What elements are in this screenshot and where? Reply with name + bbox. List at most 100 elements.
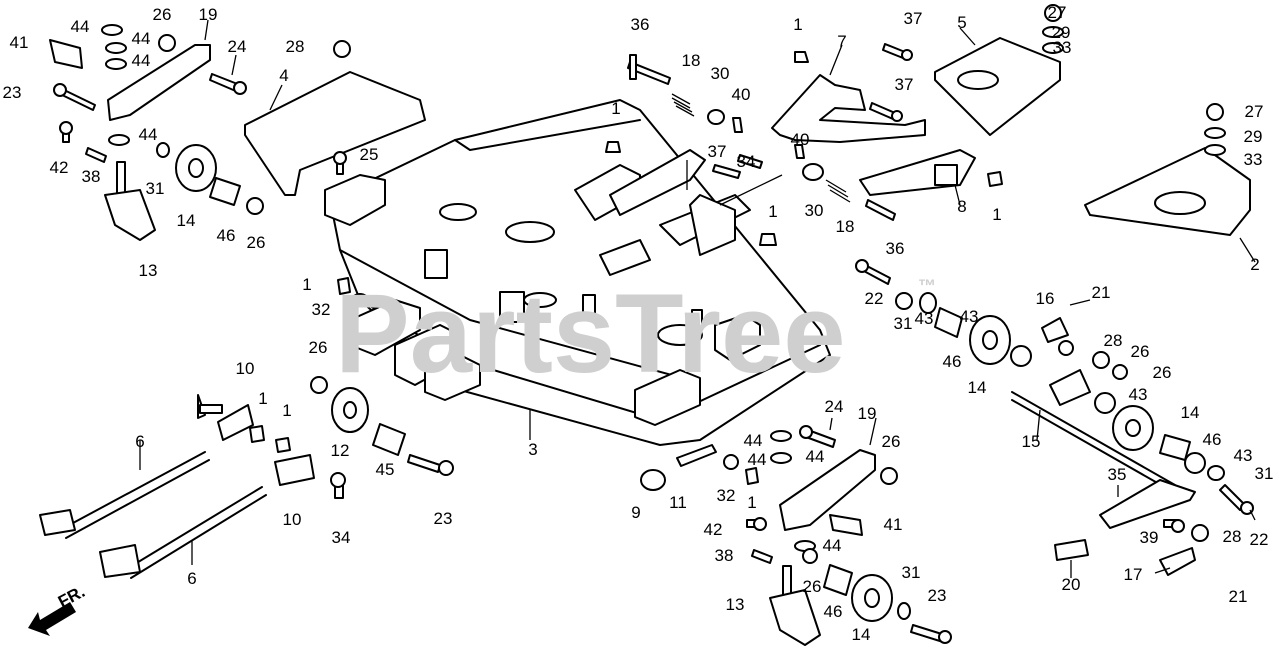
part-callout-45: 45: [376, 460, 395, 479]
part-callout-46: 46: [943, 352, 962, 371]
part-callout-26: 26: [309, 338, 328, 357]
part-callout-28: 28: [1223, 527, 1242, 546]
part-callout-35: 35: [1108, 465, 1127, 484]
blade-cover-plate-upper: [934, 37, 1061, 136]
part-callout-17: 17: [1124, 565, 1143, 584]
part-callout-29: 29: [1052, 23, 1071, 42]
part-callout-19: 19: [199, 5, 218, 24]
part-callout-11: 11: [669, 493, 687, 512]
part-callout-23: 23: [434, 509, 453, 528]
part-callout-43: 43: [915, 309, 934, 328]
part-callout-24: 24: [825, 397, 844, 416]
part-callout-41: 41: [884, 515, 903, 534]
watermark: PartsTree: [335, 271, 846, 396]
part-callout-33: 33: [1053, 38, 1072, 57]
lift-link-arm: [859, 149, 976, 196]
part-callout-30: 30: [711, 64, 730, 83]
part-callout-9: 9: [631, 503, 640, 522]
blade-cover-plate-lower: [1084, 147, 1251, 236]
part-callout-41: 41: [10, 33, 29, 52]
part-callout-15: 15: [1022, 432, 1041, 451]
part-callout-44: 44: [744, 431, 763, 450]
part-callout-46: 46: [217, 226, 236, 245]
part-callout-24: 24: [228, 37, 247, 56]
hardware-parts: [49, 4, 1254, 644]
gauge-wheel-center: [969, 315, 1011, 365]
part-callout-6: 6: [187, 569, 196, 588]
part-callout-26: 26: [247, 233, 266, 252]
part-callout-8: 8: [957, 197, 966, 216]
part-callout-5: 5: [957, 13, 966, 32]
rear-axle-assembly: [1011, 369, 1196, 529]
part-callout-21: 21: [1229, 587, 1248, 606]
part-callout-1: 1: [992, 205, 1001, 224]
caster-wheel-left: [175, 144, 217, 192]
part-callout-13: 13: [726, 595, 745, 614]
part-callout-18: 18: [682, 51, 701, 70]
part-callout-44: 44: [806, 447, 825, 466]
part-callout-3: 3: [528, 440, 537, 459]
part-callout-1: 1: [793, 15, 802, 34]
part-callout-31: 31: [902, 563, 921, 582]
part-callout-32: 32: [717, 486, 736, 505]
part-callout-7: 7: [837, 32, 846, 51]
part-callout-44: 44: [139, 125, 158, 144]
part-callout-28: 28: [286, 37, 305, 56]
part-callout-4: 4: [279, 66, 288, 85]
caster-wheel-lower: [851, 574, 893, 622]
gauge-wheel-right: [1112, 405, 1154, 451]
part-callout-30: 30: [805, 201, 824, 220]
lift-link-bracket: [771, 74, 926, 143]
part-callout-10: 10: [236, 359, 255, 378]
part-callout-46: 46: [1203, 430, 1222, 449]
part-callout-23: 23: [928, 586, 947, 605]
part-callout-13: 13: [139, 261, 158, 280]
part-callout-44: 44: [823, 536, 842, 555]
part-callout-6: 6: [135, 432, 144, 451]
part-callout-44: 44: [748, 450, 767, 469]
watermark-trademark: ™: [918, 276, 936, 296]
part-callout-42: 42: [50, 158, 69, 177]
leader-lines: [139, 19, 1256, 578]
part-callout-26: 26: [803, 577, 822, 596]
part-callout-34: 34: [332, 528, 351, 547]
part-callout-1: 1: [258, 389, 267, 408]
part-callout-22: 22: [865, 289, 884, 308]
part-callout-31: 31: [1255, 464, 1274, 483]
part-callout-46: 46: [824, 602, 843, 621]
part-callout-10: 10: [283, 510, 302, 529]
part-callout-16: 16: [1036, 289, 1055, 308]
part-callout-33: 33: [1244, 150, 1263, 169]
part-callout-1: 1: [282, 401, 291, 420]
part-callout-44: 44: [71, 17, 90, 36]
part-callout-31: 31: [146, 179, 165, 198]
part-callout-37: 37: [895, 75, 914, 94]
part-callout-1: 1: [302, 275, 311, 294]
part-callout-40: 40: [791, 130, 810, 149]
front-direction-indicator: FR.: [28, 582, 88, 636]
part-callout-43: 43: [960, 307, 979, 326]
deck-roller-12: [331, 387, 369, 433]
part-callout-42: 42: [704, 520, 723, 539]
mower-deck-housing: [324, 99, 831, 446]
part-callout-43: 43: [1129, 385, 1148, 404]
part-callout-37: 37: [904, 9, 923, 28]
part-callout-38: 38: [82, 167, 101, 186]
part-callout-14: 14: [968, 378, 987, 397]
part-callout-26: 26: [882, 432, 901, 451]
part-callout-14: 14: [1181, 403, 1200, 422]
part-callout-26: 26: [1131, 342, 1150, 361]
part-callout-34: 34: [737, 152, 756, 171]
part-callout-19: 19: [858, 404, 877, 423]
part-callout-37: 37: [708, 142, 727, 161]
part-callout-26: 26: [153, 5, 172, 24]
part-callout-43: 43: [1234, 446, 1253, 465]
part-callout-27: 27: [1048, 3, 1067, 22]
part-callout-40: 40: [732, 85, 751, 104]
link-rod-upper: [39, 451, 210, 539]
caster-arm-lower-right: [779, 449, 876, 531]
front-label: FR.: [55, 582, 88, 612]
part-callout-44: 44: [132, 29, 151, 48]
